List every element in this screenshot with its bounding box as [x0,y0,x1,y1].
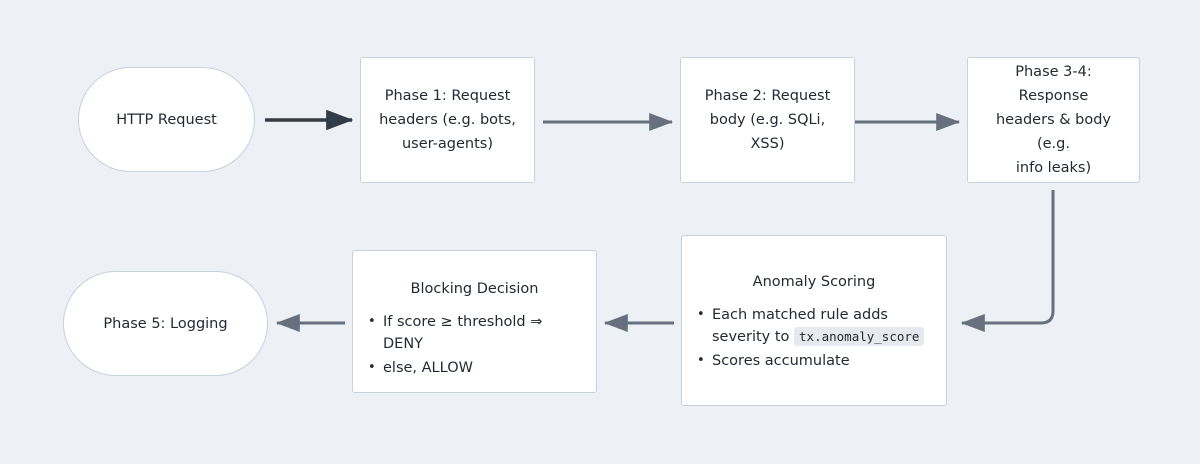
node-phase2[interactable]: Phase 2: Request body (e.g. SQLi, XSS) [680,57,855,183]
bullet-text: Scores accumulate [712,353,850,369]
node-anomaly-scoring-bullets: Each matched rule adds severity to tx.an… [682,304,946,374]
list-item: If score ≥ threshold ⇒ DENY [368,311,584,355]
node-anomaly-scoring-title: Anomaly Scoring [752,274,876,290]
code-token: tx.anomaly_score [794,327,925,346]
node-http-request[interactable]: HTTP Request [78,67,255,172]
node-blocking-decision[interactable]: Blocking Decision If score ≥ threshold ⇒… [352,250,597,393]
list-item: else, ALLOW [368,357,584,379]
node-anomaly-scoring[interactable]: Anomaly Scoring Each matched rule adds s… [681,235,947,406]
node-phase5[interactable]: Phase 5: Logging [63,271,268,376]
node-phase34[interactable]: Phase 3-4: Response headers & body (e.g.… [967,57,1140,183]
list-item: Each matched rule adds severity to tx.an… [697,304,934,348]
list-item: Scores accumulate [697,350,934,372]
node-phase2-label: Phase 2: Request body (e.g. SQLi, XSS) [704,88,831,152]
edge-phase34-to-anomaly-scoring [960,190,1055,333]
node-http-request-label: HTTP Request [116,111,217,128]
bullet-text: If score ≥ threshold ⇒ DENY [383,314,543,352]
bullet-text: else, ALLOW [383,360,473,376]
node-blocking-decision-title: Blocking Decision [410,281,539,297]
node-phase1-label: Phase 1: Request headers (e.g. bots, use… [379,88,516,152]
node-blocking-decision-bullets: If score ≥ threshold ⇒ DENY else, ALLOW [353,311,596,381]
node-phase5-label: Phase 5: Logging [103,315,228,332]
node-phase1[interactable]: Phase 1: Request headers (e.g. bots, use… [360,57,535,183]
bullet-text: Each matched rule adds severity to [712,307,888,345]
node-phase34-label: Phase 3-4: Response headers & body (e.g.… [995,64,1112,176]
